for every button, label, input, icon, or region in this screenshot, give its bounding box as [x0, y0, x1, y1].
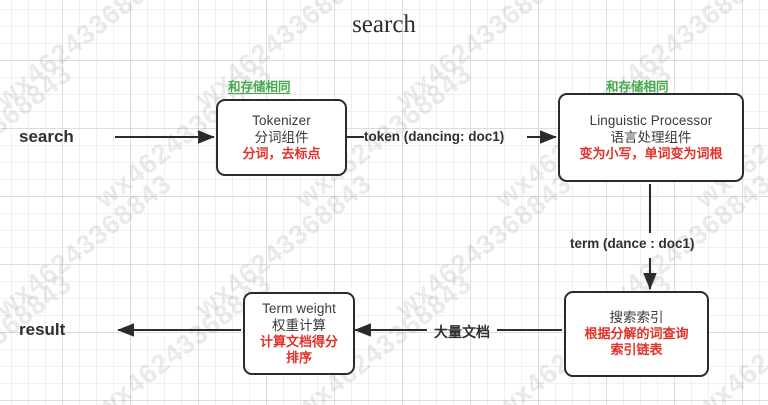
- node-term-weight-detail-2: 排序: [285, 349, 312, 365]
- node-term-weight[interactable]: Term weight 权重计算 计算文档得分 排序: [243, 292, 355, 375]
- node-search-index-detail-1: 根据分解的词查询: [584, 326, 689, 342]
- node-search-index-title: 搜索索引: [609, 309, 664, 325]
- annotation-same-as-storage-1: 和存储相同: [228, 80, 291, 94]
- node-search-index-detail-2: 索引链表: [610, 342, 663, 358]
- node-term-weight-subtitle: 权重计算: [272, 317, 326, 333]
- node-linguistic-subtitle: 语言处理组件: [610, 129, 692, 145]
- endpoint-label-search: search: [19, 127, 74, 146]
- node-tokenizer[interactable]: Tokenizer 分词组件 分词，去标点: [216, 99, 347, 176]
- node-tokenizer-detail: 分词，去标点: [242, 146, 321, 162]
- node-term-weight-detail-1: 计算文档得分: [259, 334, 338, 350]
- edge-label-token: token (dancing: doc1): [364, 129, 505, 144]
- node-term-weight-title: Term weight: [262, 301, 336, 317]
- edge-label-term: term (dance : doc1): [570, 236, 695, 251]
- annotation-same-as-storage-2: 和存储相同: [606, 80, 669, 94]
- node-linguistic-detail: 变为小写，单词变为词根: [579, 146, 723, 162]
- node-search-index[interactable]: 搜索索引 根据分解的词查询 索引链表: [564, 291, 709, 377]
- node-tokenizer-title: Tokenizer: [252, 113, 311, 129]
- endpoint-label-result: result: [19, 320, 66, 339]
- node-tokenizer-subtitle: 分词组件: [254, 129, 309, 145]
- node-linguistic-title: Linguistic Processor: [589, 113, 713, 129]
- page-title: search: [352, 11, 416, 38]
- node-linguistic-processor[interactable]: Linguistic Processor 语言处理组件 变为小写，单词变为词根: [558, 93, 744, 182]
- edge-label-documents: 大量文档: [434, 324, 490, 340]
